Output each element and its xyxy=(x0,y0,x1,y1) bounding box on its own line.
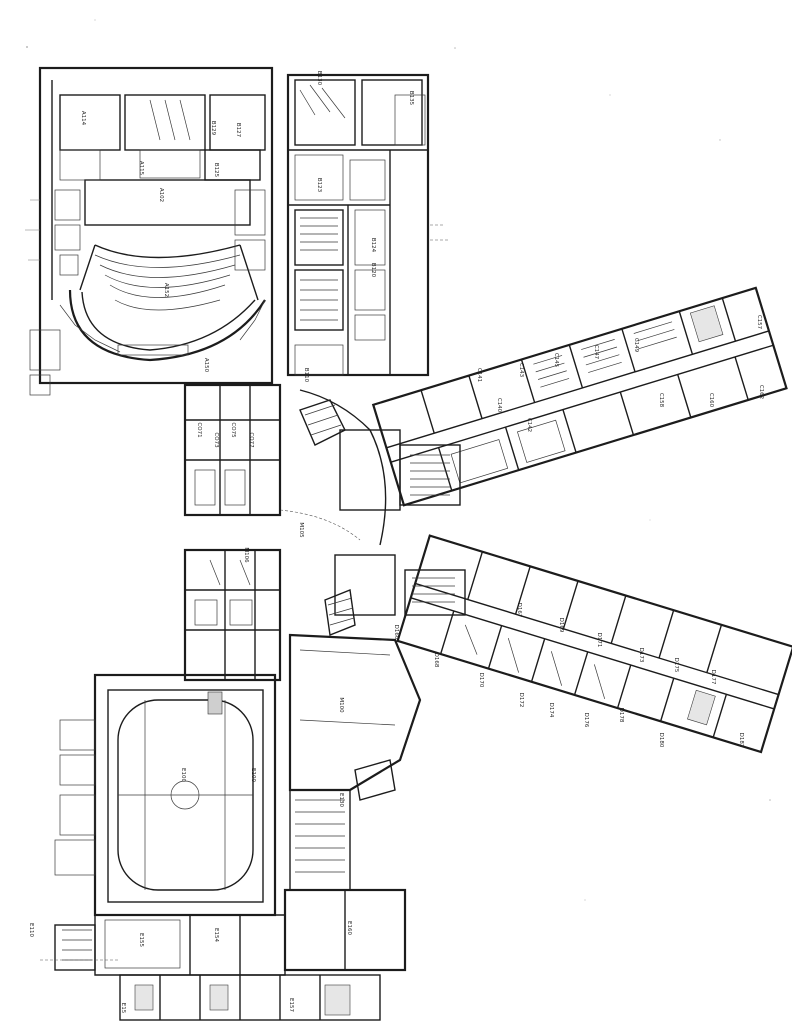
room-label: A152 xyxy=(163,283,169,297)
wing-e xyxy=(40,759,407,1021)
wing-d xyxy=(396,534,792,754)
room-label: B125 xyxy=(213,163,219,178)
room-label: D170 xyxy=(478,673,484,688)
room-label: D171 xyxy=(596,633,602,648)
middle-block xyxy=(183,383,282,682)
room-label: D160 xyxy=(393,625,399,640)
room-label: M105 xyxy=(298,522,304,538)
room-label: C141 xyxy=(476,368,482,382)
room-label: D174 xyxy=(548,703,554,718)
room-label: B120 xyxy=(370,263,376,278)
room-label: C145 xyxy=(553,353,559,368)
room-label: E157 xyxy=(288,998,294,1012)
room-label: C160 xyxy=(708,393,714,408)
room-label: D178 xyxy=(618,708,624,723)
room-label: E15 xyxy=(120,1003,126,1014)
room-label: A150 xyxy=(203,358,209,373)
room-label: A102 xyxy=(158,188,164,202)
wing-a xyxy=(25,66,274,396)
room-label: D167 xyxy=(516,603,522,618)
room-label: D168 xyxy=(433,653,439,668)
room-label: E110 xyxy=(28,923,34,937)
room-label: D176 xyxy=(583,713,589,728)
room-label: CO75 xyxy=(230,422,236,438)
room-label: CO77 xyxy=(248,432,254,448)
room-label: C143 xyxy=(518,363,524,378)
room-label: E100 xyxy=(250,768,256,782)
room-label: M106 xyxy=(243,547,249,563)
room-label: B123 xyxy=(316,178,322,193)
room-label: CO73 xyxy=(213,432,219,448)
wing-c xyxy=(371,286,788,507)
room-label: C142 xyxy=(526,418,532,432)
room-label: C149 xyxy=(633,338,639,353)
room-label: D169 xyxy=(558,618,564,633)
wing-b xyxy=(286,73,448,377)
room-label: A114 xyxy=(80,111,86,126)
room-label: CO71 xyxy=(196,422,202,437)
room-label: D172 xyxy=(518,693,524,708)
room-label: A115 xyxy=(138,161,144,176)
room-label: B124 xyxy=(370,238,376,253)
scan-noise xyxy=(26,19,771,901)
room-label: E130 xyxy=(338,793,344,807)
room-label: C147 xyxy=(593,345,599,360)
room-label: C157 xyxy=(756,315,762,330)
room-label: B127 xyxy=(235,123,241,138)
room-label: B130 xyxy=(316,71,322,86)
room-label: C140 xyxy=(496,398,502,413)
room-label: C158 xyxy=(658,393,664,408)
room-label: B110 xyxy=(303,368,309,383)
room-label: C162 xyxy=(758,385,764,399)
room-label: D173 xyxy=(638,648,644,663)
room-label: B129 xyxy=(210,121,216,136)
room-label: B135 xyxy=(408,91,414,106)
room-label: E160 xyxy=(346,921,352,935)
room-label: E154 xyxy=(213,928,219,942)
room-label: D182 xyxy=(738,733,744,748)
room-label: D175 xyxy=(673,658,679,673)
room-label: E155 xyxy=(138,933,144,947)
room-label: M100 xyxy=(338,697,344,713)
room-label: E100 xyxy=(180,768,186,782)
gymnasium xyxy=(54,673,286,976)
room-label: D177 xyxy=(710,670,716,685)
room-label: D180 xyxy=(658,733,664,748)
